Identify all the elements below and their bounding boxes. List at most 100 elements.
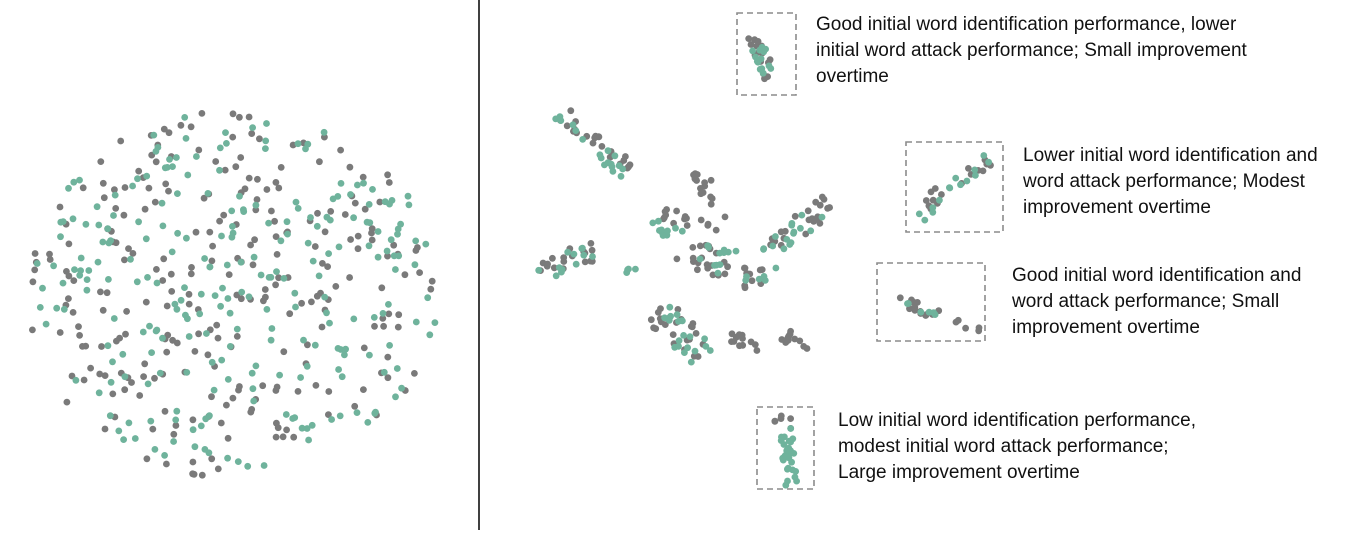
scatter-point [65,240,73,248]
scatter-point [36,304,44,311]
scatter-point [675,337,683,344]
scatter-point [173,407,181,415]
scatter-point [797,224,804,232]
scatter-point [265,274,273,281]
scatter-point [596,151,604,159]
scatter-point [146,322,153,330]
scatter-point [112,239,120,247]
scatter-point [111,191,119,199]
scatter-point [77,254,85,262]
scatter-point [70,277,78,284]
scatter-point [580,251,588,259]
scatter-point [141,205,149,213]
scatter-point [193,153,200,160]
scatter-point [163,302,171,310]
scatter-point [110,212,117,219]
scatter-point [267,336,275,344]
scatter-point [975,327,983,335]
scatter-point [617,172,625,180]
scatter-point [97,158,105,166]
scatter-point [957,181,964,189]
scatter-point [184,315,191,323]
scatter-point [241,185,249,193]
scatter-point [424,294,432,302]
scatter-point [273,268,280,275]
scatter-point [351,402,359,410]
scatter-point [221,166,229,174]
scatter-point [724,263,731,271]
scatter-point [274,424,282,432]
scatter-point [364,419,372,426]
scatter-point [394,230,401,238]
scatter-point [807,227,815,235]
scatter-point [555,264,563,271]
scatter-point [741,284,749,292]
scatter-point [683,222,691,229]
annotation-line: modest initial word attack performance; [838,436,1169,457]
scatter-point [361,205,369,213]
scatter-point [237,258,245,266]
scatter-point [787,425,795,432]
scatter-point [782,481,790,489]
scatter-point [290,433,298,441]
scatter-point [272,281,279,289]
scatter-point [929,204,937,212]
scatter-point [111,186,118,194]
scatter-point [780,245,788,253]
scatter-point [761,75,768,83]
scatter-point [936,196,943,204]
scatter-point [167,270,175,278]
scatter-point [122,330,129,338]
scatter-point [151,198,159,206]
scatter-point [229,223,236,230]
scatter-point [121,184,129,191]
scatter-point [29,278,37,286]
scatter-point [212,158,220,165]
scatter-point [702,343,710,350]
scatter-point [256,135,263,143]
scatter-point [569,121,577,129]
scatter-point [549,254,556,262]
scatter-point [206,228,214,236]
scatter-point [401,271,409,279]
scatter-point [588,257,596,265]
scatter-point [431,319,439,326]
scatter-point [305,436,312,444]
scatter-point [338,373,346,381]
scatter-point [134,175,141,183]
scatter-point [249,385,257,393]
scatter-point [252,206,260,214]
scatter-point [785,454,793,462]
scatter-point [76,332,83,339]
scatter-point [917,308,925,316]
scatter-point [368,236,376,244]
scatter-point [79,184,87,192]
scatter-point [665,316,673,324]
scatter-point [257,271,265,279]
scatter-point [777,228,785,236]
scatter-point [327,208,335,215]
annotation-right-upper: Lower initial word identification and wo… [1023,143,1318,221]
scatter-point [187,270,195,278]
scatter-point [701,335,708,343]
scatter-point [311,243,319,250]
scatter-point [321,293,329,301]
scatter-point [346,163,354,171]
scatter-point [578,245,586,252]
scatter-point [812,198,820,206]
scatter-point [716,249,724,257]
scatter-point [826,204,833,211]
scatter-point [204,351,212,359]
scatter-point [121,373,129,381]
annotation-line: improvement overtime [1023,197,1211,218]
scatter-point [217,302,225,310]
scatter-point [972,172,979,179]
scatter-point [129,182,137,190]
scatter-point [166,156,173,163]
scatter-point [756,46,764,54]
scatter-point [697,185,704,192]
scatter-point [291,289,299,297]
scatter-point [915,210,923,218]
scatter-point [416,269,423,276]
scatter-point [229,229,237,237]
